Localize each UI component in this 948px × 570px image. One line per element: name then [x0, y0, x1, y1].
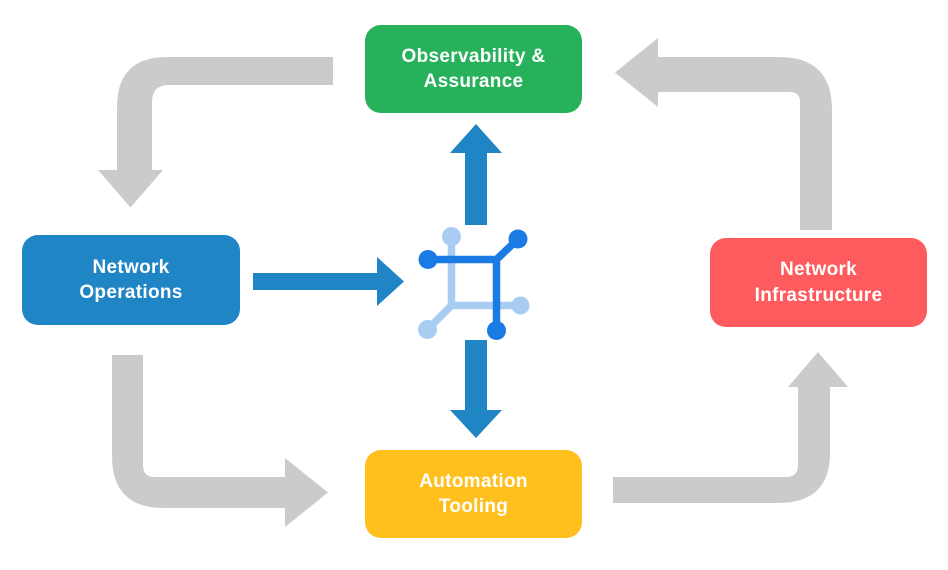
- gray-cycle-arrows: [98, 38, 848, 527]
- gray-arrow-observability-to-operations: [98, 57, 333, 208]
- blue-hub-arrows: [253, 124, 502, 438]
- hub-node-left: [418, 250, 438, 269]
- node-label-line: Assurance: [423, 71, 524, 92]
- blue-arrow-hub-to-observability: [450, 124, 502, 225]
- blue-arrow-operations-to-hub: [253, 257, 404, 306]
- hub-node-bottom-left: [418, 320, 437, 339]
- hub-node-bottom: [487, 321, 506, 340]
- hub-icon-dark-nodes: [418, 229, 528, 340]
- node-network-operations: Network Operations: [22, 235, 240, 325]
- node-automation-tooling: Automation Tooling: [365, 450, 582, 538]
- node-label-line: Automation: [419, 470, 528, 492]
- gray-arrow-operations-to-automation: [112, 355, 328, 527]
- hub-node-top-right: [508, 229, 528, 249]
- gray-arrow-infrastructure-to-observability: [615, 38, 832, 230]
- hub-icon-light-nodes: [418, 227, 530, 339]
- blue-arrow-hub-to-automation: [450, 340, 502, 438]
- node-label-line: Infrastructure: [754, 284, 883, 306]
- node-label-line: Network: [92, 256, 170, 278]
- gray-arrow-automation-to-infrastructure: [613, 352, 848, 503]
- node-observability-assurance: Observability & Assurance: [365, 25, 582, 113]
- network-hub-icon: [418, 227, 530, 340]
- node-label-line: Observability &: [401, 45, 546, 67]
- node-label-line: Operations: [79, 282, 183, 303]
- node-network-infrastructure: Network Infrastructure: [710, 238, 927, 327]
- node-label-line: Tooling: [438, 496, 509, 517]
- node-label-line: Network: [779, 259, 858, 281]
- hub-node-top: [442, 227, 461, 246]
- hub-node-right: [511, 296, 530, 315]
